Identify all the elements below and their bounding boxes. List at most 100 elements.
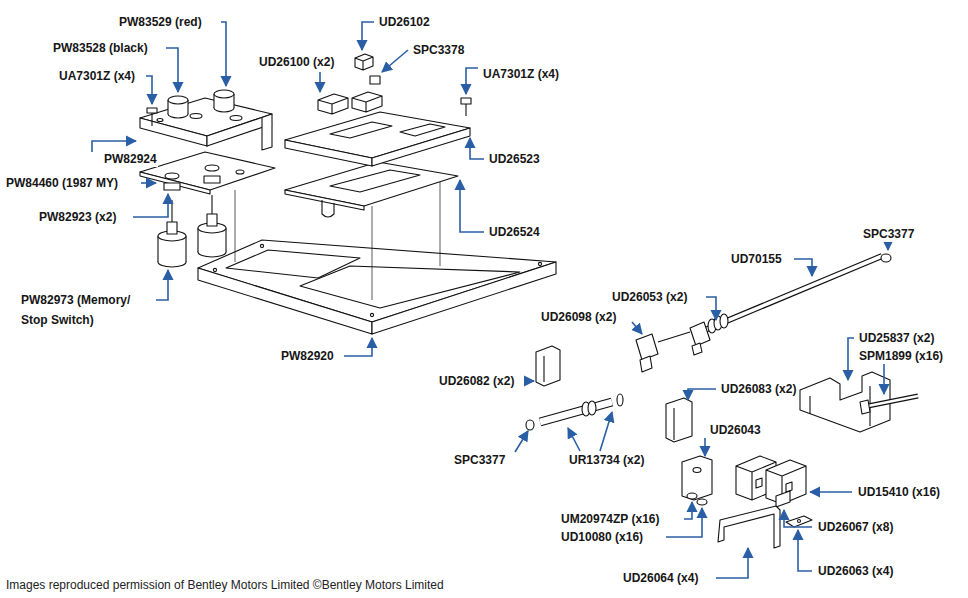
leader-line [382, 50, 408, 72]
part-outline [330, 170, 420, 192]
part-outline [868, 396, 918, 406]
part-outline [617, 394, 623, 406]
part-number: UD26063 (x4) [817, 563, 894, 579]
part-outline [705, 256, 882, 330]
leader-line [141, 182, 156, 184]
part-outline [465, 104, 466, 116]
part-outline [720, 314, 728, 328]
part-outline [810, 386, 870, 426]
credit-note: Images reproduced permission of Bentley … [5, 577, 445, 593]
leader-line [524, 380, 534, 382]
part-outline [540, 402, 612, 422]
part-outline [372, 262, 556, 334]
part-number: UD25837 (x2) [858, 330, 935, 346]
part-outline [536, 346, 560, 386]
part-outline [318, 94, 348, 114]
part-outline [213, 268, 216, 271]
part-outline [140, 152, 275, 190]
leader-line [466, 68, 478, 94]
part-outline [330, 122, 445, 138]
part-outline [198, 268, 372, 334]
part-outline [190, 114, 202, 119]
leader-line [156, 270, 168, 300]
leader-line [810, 491, 852, 493]
leader-line [600, 412, 612, 451]
part-number: UM20974ZP (x16) [560, 511, 661, 527]
part-number: PW82920 [280, 348, 335, 364]
part-outline [538, 262, 541, 265]
part-outline [756, 478, 792, 492]
part-number: UD70155 [730, 251, 783, 267]
part-number: UD15410 (x16) [857, 484, 941, 500]
part-outline [682, 456, 712, 500]
part-number: SPM1899 (x16) [858, 348, 944, 364]
part-outline [798, 520, 801, 523]
part-outline [370, 313, 373, 316]
part-number: UD26523 [488, 151, 541, 167]
part-number: UD26064 (x4) [622, 570, 699, 586]
part-outline [658, 332, 690, 342]
part-outline [322, 200, 334, 217]
part-number: UD26053 (x2) [611, 289, 688, 305]
leader-line [706, 297, 716, 320]
part-number: UD26524 [488, 224, 541, 240]
leader-line [460, 180, 484, 232]
part-outline [355, 54, 373, 70]
part-outline [693, 468, 701, 473]
leader-line [784, 510, 812, 527]
part-number: PW83529 (red) [118, 14, 203, 30]
leader-line [166, 48, 178, 92]
part-number: PW83528 (black) [52, 40, 149, 56]
leader-line [798, 530, 812, 571]
part-outline [461, 98, 471, 104]
part-outline [168, 96, 188, 104]
part-outline [151, 113, 152, 126]
part-outline [705, 256, 882, 330]
leader-line [684, 502, 692, 519]
part-outline [692, 343, 702, 355]
leader-line [848, 338, 854, 380]
part-number: UD26082 (x2) [438, 373, 515, 389]
leader-line [470, 138, 484, 159]
part-outline [786, 516, 812, 527]
leader-line [146, 76, 152, 104]
part-number: UD26067 (x8) [817, 519, 894, 535]
part-outline [640, 356, 652, 372]
part-outline [260, 244, 263, 247]
part-outline [214, 90, 234, 98]
part-outline [147, 108, 157, 113]
leader-line [568, 428, 580, 451]
part-number: UD26043 [709, 422, 762, 438]
part-outline [881, 254, 891, 262]
part-number: UD10080 (x16) [560, 529, 644, 545]
part-number: UA7301Z (x4) [58, 68, 136, 84]
leader-line [319, 72, 321, 92]
leader-line [221, 22, 226, 86]
part-outline [370, 76, 380, 84]
part-number: UD26102 [378, 14, 431, 30]
part-outline [165, 173, 179, 179]
part-outline [540, 402, 612, 422]
part-outline [526, 420, 534, 430]
leader-line [515, 431, 528, 452]
part-outline [262, 118, 272, 150]
part-outline [588, 401, 596, 415]
part-number: PW82973 (Memory/ Stop Switch) [20, 290, 150, 330]
part-outline [236, 170, 244, 174]
part-outline [543, 356, 544, 382]
leader-line [362, 22, 374, 50]
leader-line [704, 438, 706, 456]
part-number: SPC3378 [412, 42, 465, 58]
part-outline [140, 118, 207, 146]
part-drawing [140, 54, 918, 548]
part-outline [157, 119, 163, 122]
leader-arrows [92, 22, 888, 578]
leader-line [632, 322, 642, 334]
leader-line [887, 242, 889, 250]
part-outline [636, 334, 658, 360]
part-outline [776, 491, 790, 507]
part-outline [673, 408, 674, 440]
part-outline [718, 506, 780, 548]
part-number: UR13734 (x2) [568, 452, 645, 468]
